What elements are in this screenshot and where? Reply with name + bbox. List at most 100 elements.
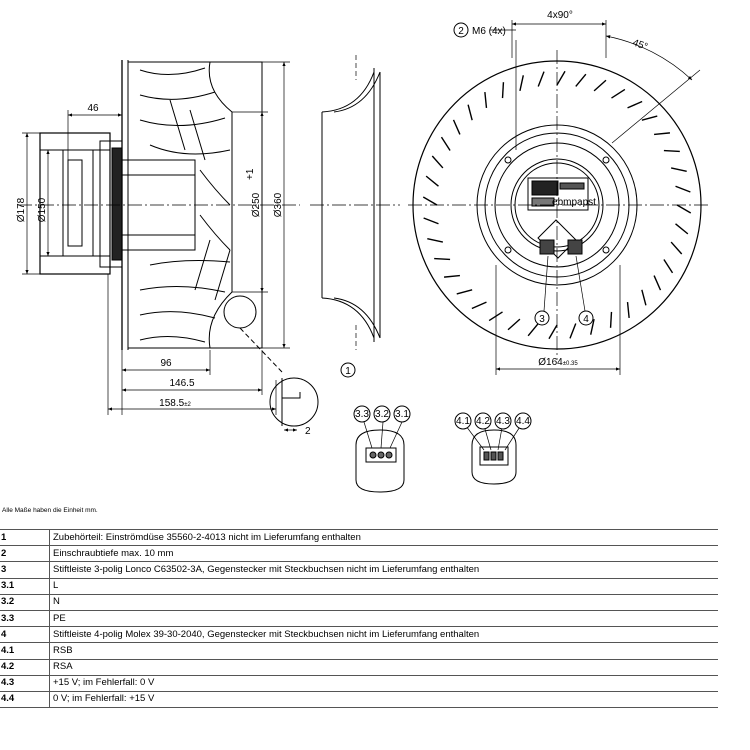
- blade-tick: [575, 73, 587, 87]
- connector-3-detail: [353, 405, 411, 493]
- blade-tick: [484, 91, 488, 108]
- dim-d250: Ø250: [251, 192, 262, 217]
- blade-tick: [427, 238, 444, 243]
- legend-key: 4.1: [0, 642, 50, 660]
- blade-tick: [653, 275, 662, 291]
- legend-key: 2: [0, 545, 50, 563]
- legend-key: 4.4: [0, 691, 50, 709]
- blade-tick: [593, 79, 607, 92]
- blade-tick: [467, 104, 473, 121]
- units-note: Alle Maße haben die Einheit mm.: [2, 507, 98, 514]
- legend-text: Stiftleiste 3-polig Lonco C63502-3A, Geg…: [49, 561, 718, 579]
- blade-tick: [434, 257, 451, 261]
- legend-text: L: [49, 578, 718, 595]
- callout-labels: 1 2 3 4 3.3 3.2 3.1 4.1 4.2 4.3 4.4: [345, 26, 589, 427]
- legend-key: 4: [0, 626, 50, 644]
- inlet-nozzle: [310, 55, 400, 350]
- blade-tick: [548, 324, 558, 340]
- legend-text: Stiftleiste 4-polig Molex 39-30-2040, Ge…: [49, 626, 718, 644]
- dim-96: 96: [160, 358, 172, 369]
- legend-text: Einschraubtiefe max. 10 mm: [49, 545, 718, 563]
- dimension-labels: Ø178 Ø150 46 Ø250 +1 Ø360 96 146.5 158.5…: [16, 10, 649, 437]
- legend-text: N: [49, 594, 718, 611]
- blade-tick: [676, 204, 692, 214]
- dim-d150: Ø150: [37, 197, 48, 222]
- dim-d178: Ø178: [16, 197, 27, 222]
- blade-tick: [569, 323, 577, 339]
- legend-text: Zubehörteil: Einströmdüse 35560-2-4013 n…: [49, 528, 718, 547]
- blade-tick: [501, 82, 505, 99]
- pin-3-3: 3.3: [355, 409, 369, 420]
- blade-tick: [471, 301, 487, 310]
- callout-4: 4: [583, 314, 589, 325]
- legend-key: 3: [0, 561, 50, 579]
- blade-tick: [590, 318, 595, 335]
- legend-key: 4.2: [0, 659, 50, 676]
- callout-3: 3: [539, 314, 545, 325]
- blade-tick: [670, 167, 687, 172]
- legend-text: 0 V; im Fehlerfall: +15 V: [49, 691, 718, 709]
- blade-tick: [452, 119, 461, 135]
- blade-tick: [675, 185, 691, 193]
- dim-2: 2: [305, 426, 311, 437]
- front-view: [408, 29, 708, 360]
- blade-tick: [627, 100, 643, 109]
- front-view-dimensions: [495, 20, 701, 375]
- pin-3-2: 3.2: [375, 409, 389, 420]
- blade-tick: [609, 311, 613, 328]
- blade-tick: [537, 71, 545, 87]
- blade-ticks: [422, 70, 692, 340]
- connector-4-detail: [454, 412, 532, 485]
- blade-tick: [527, 323, 539, 337]
- blade-tick: [611, 88, 626, 99]
- dim-158-5: 158.5±2: [159, 398, 191, 409]
- legend-key: 3.3: [0, 610, 50, 628]
- legend-key: 1: [0, 528, 50, 547]
- detail-view: [269, 377, 319, 432]
- blade-tick: [641, 115, 658, 121]
- blade-tick: [443, 274, 460, 278]
- blade-tick: [456, 289, 473, 295]
- technical-drawing: Ø178 Ø150 46 Ø250 +1 Ø360 96 146.5 158.5…: [16, 10, 708, 493]
- blade-tick: [425, 175, 439, 187]
- legend-key: 3.1: [0, 578, 50, 595]
- blade-tick: [663, 149, 680, 153]
- blade-tick: [626, 302, 630, 319]
- blade-tick: [519, 75, 524, 92]
- label-plate-brand: ebmpapst: [552, 197, 596, 208]
- side-view-dimensions: [22, 61, 290, 415]
- legend-text: RSB: [49, 642, 718, 660]
- blade-tick: [675, 223, 689, 235]
- legend-key: 4.3: [0, 675, 50, 692]
- legend-key: 3.2: [0, 594, 50, 611]
- blade-tick: [641, 289, 647, 306]
- dim-146-5: 146.5: [169, 378, 194, 389]
- blade-tick: [422, 196, 438, 206]
- dim-d164: Ø164±0.35: [538, 357, 578, 368]
- blade-tick: [440, 136, 451, 151]
- dim-4x90: 4x90°: [547, 10, 573, 21]
- blade-tick: [431, 155, 444, 169]
- pin-4-2: 4.2: [476, 416, 490, 427]
- callout-1: 1: [345, 366, 351, 377]
- callout-markers: [340, 22, 594, 378]
- dim-46: 46: [87, 103, 99, 114]
- blade-tick: [507, 318, 521, 331]
- pin-3-1: 3.1: [395, 409, 409, 420]
- callout-2: 2: [458, 26, 464, 37]
- legend-row: 4.3+15 V; im Fehlerfall: 0 V: [0, 675, 718, 692]
- blade-tick: [663, 259, 674, 274]
- blade-tick: [556, 70, 566, 86]
- legend-text: +15 V; im Fehlerfall: 0 V: [49, 675, 718, 692]
